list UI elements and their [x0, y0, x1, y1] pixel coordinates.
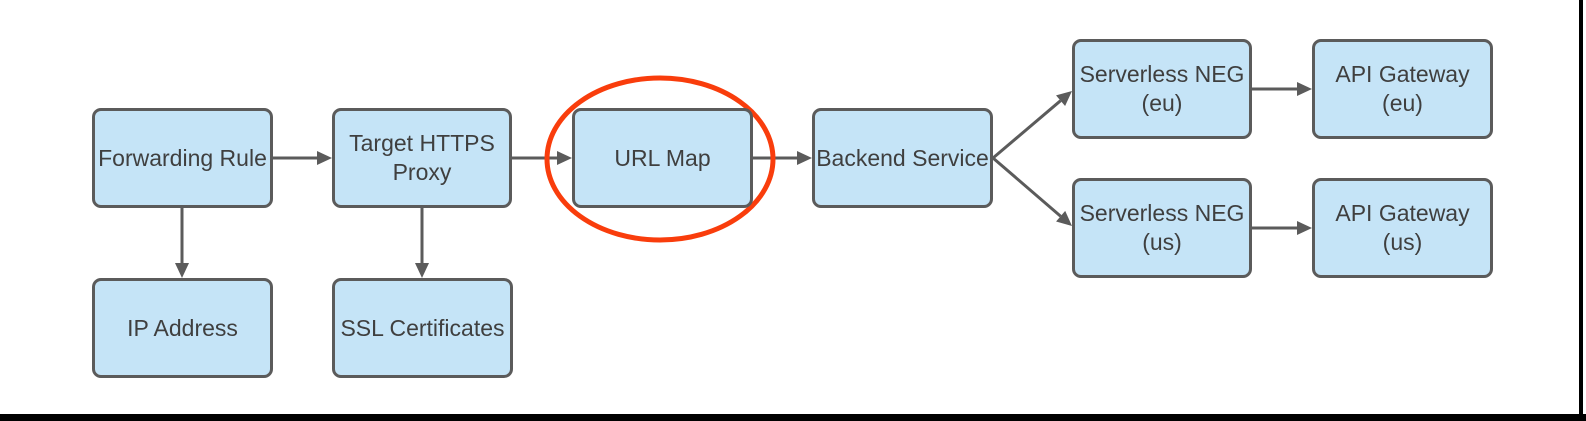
edge-backend-service-to-serverless-neg-us: [992, 156, 1072, 226]
arrowhead-icon: [1297, 221, 1312, 235]
node-ssl-certificates: SSL Certificates: [332, 278, 513, 378]
edge-forwarding-rule-to-ip-address: [175, 208, 189, 278]
node-target-https-proxy: Target HTTPS Proxy: [332, 108, 512, 208]
arrowhead-icon: [797, 151, 812, 165]
arrowhead-icon: [1056, 210, 1072, 226]
edge-target-https-proxy-to-url-map: [512, 151, 572, 165]
node-api-gateway-eu: API Gateway (eu): [1312, 39, 1493, 139]
edge-serverless-neg-us-to-api-gateway-us: [1252, 221, 1312, 235]
node-serverless-neg-us: Serverless NEG (us): [1072, 178, 1252, 278]
arrowhead-icon: [415, 263, 429, 278]
node-url-map: URL Map: [572, 108, 753, 208]
node-serverless-neg-eu: Serverless NEG (eu): [1072, 39, 1252, 139]
arrowhead-icon: [317, 151, 332, 165]
edge-url-map-to-backend-service: [753, 151, 812, 165]
arrowhead-icon: [1297, 82, 1312, 96]
node-api-gateway-us: API Gateway (us): [1312, 178, 1493, 278]
edge-serverless-neg-eu-to-api-gateway-eu: [1252, 82, 1312, 96]
edge-forwarding-rule-to-target-https-proxy: [273, 151, 332, 165]
node-backend-service: Backend Service: [812, 108, 993, 208]
arrowhead-icon: [1056, 91, 1072, 107]
node-forwarding-rule: Forwarding Rule: [92, 108, 273, 208]
arrowhead-icon: [557, 151, 572, 165]
edge-target-https-proxy-to-ssl-certificates: [415, 208, 429, 278]
arrowhead-icon: [175, 263, 189, 278]
edge-backend-service-to-serverless-neg-eu: [992, 91, 1072, 160]
frame-right-bar: [1579, 0, 1583, 421]
frame-bottom-bar: [0, 414, 1586, 421]
node-ip-address: IP Address: [92, 278, 273, 378]
